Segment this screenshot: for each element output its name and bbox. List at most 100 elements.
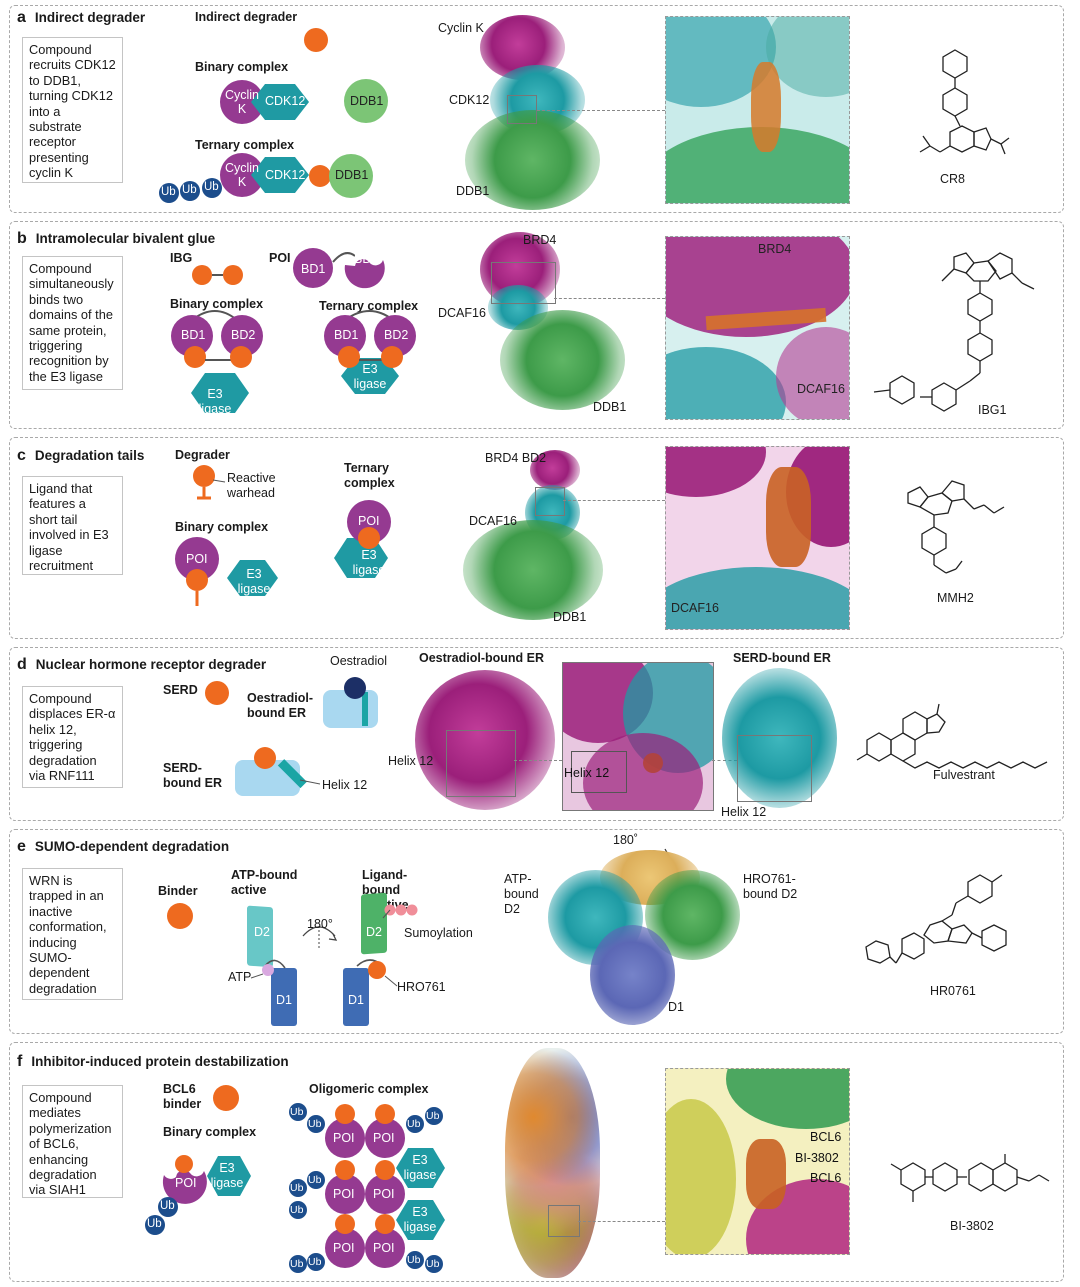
hr0761-label: HR0761 <box>930 984 976 998</box>
sumoylation-label: Sumoylation <box>404 926 473 940</box>
poi-text-binary-c: POI <box>186 552 208 566</box>
mmh2-structure-drawing <box>907 480 1005 574</box>
e3-ligase-text-ternary-c: E3 ligase <box>352 548 386 577</box>
ub-text-3: Ub <box>204 181 219 193</box>
ub-text-oligo-3: Ub <box>407 1118 421 1130</box>
fulvestrant-structure-drawing <box>856 703 1048 769</box>
bi-3802-label: BI-3802 <box>950 1219 994 1233</box>
d1-text-inactive: D1 <box>348 993 364 1007</box>
panel-a-schematic <box>159 79 388 203</box>
panel-d <box>9 647 1064 821</box>
bd1-text-ternary: BD1 <box>334 328 359 342</box>
cyclin-k-shape <box>220 80 264 124</box>
struct-brd4-bd2-label: BRD4 BD2 <box>485 451 547 465</box>
binary-complex-label-a: Binary complex <box>195 60 289 74</box>
struct-ddb1-label-c: DDB1 <box>553 610 587 624</box>
cyclin-k-text-ternary: Cyclin K <box>224 161 260 189</box>
bd2-text-ternary: BD2 <box>384 328 409 342</box>
panel-c-schematic <box>175 465 391 606</box>
panel-f-binary-schematic <box>145 1155 251 1235</box>
serd-bound-er-structure <box>722 668 837 808</box>
inset-box-d-right <box>737 735 812 802</box>
poi-text-oligo-6: POI <box>373 1241 395 1255</box>
ub-3 <box>202 178 222 198</box>
hr0761-structure-drawing <box>865 874 1007 964</box>
poi-label-b: POI <box>269 251 291 265</box>
inset-box-d-left <box>446 730 516 797</box>
struct-rotation-label: 180˚ <box>613 833 639 847</box>
panel-c-description: Ligand that features a short tail involv… <box>22 476 123 575</box>
ub-text-oligo-8: Ub <box>290 1258 304 1270</box>
bd2-text-poi: BD2 <box>354 252 379 266</box>
poi-text-binary-f: POI <box>175 1176 197 1190</box>
cyclin-k-shape-ternary <box>220 153 264 197</box>
ub-text-binary-f-1: Ub <box>160 1200 175 1212</box>
cr8-structure-drawing <box>919 49 1010 155</box>
poi-text-oligo-2: POI <box>373 1131 395 1145</box>
helix12-label-schematic: Helix 12 <box>322 778 368 792</box>
ub-2 <box>180 181 200 201</box>
ddb1-text: DDB1 <box>350 94 384 108</box>
binary-complex-label-b: Binary complex <box>170 297 264 311</box>
panel-e <box>9 829 1064 1034</box>
struct-cdk12-label: CDK12 <box>449 93 490 107</box>
ibg-label: IBG <box>170 251 193 265</box>
panel-f-description: Compound mediates polymerization of BCL6… <box>22 1085 123 1198</box>
inset-box-b <box>491 262 556 304</box>
cyclin-k-text: Cyclin K <box>224 88 260 116</box>
e3-ligase-text-binary: E3 ligase <box>198 387 232 416</box>
binder-label-e: Binder <box>158 884 198 898</box>
zoom-bcl6-bottom-label: BCL6 <box>810 1171 842 1185</box>
degrader-ternary <box>309 165 331 187</box>
panel-a <box>9 5 1064 213</box>
ub-text-oligo-1: Ub <box>290 1106 304 1118</box>
ub-text-oligo-6: Ub <box>308 1174 322 1186</box>
e3-ligase-text-binary-c: E3 ligase <box>237 567 271 596</box>
cdk12-text: CDK12 <box>265 94 306 108</box>
ibg1-label: IBG1 <box>978 403 1007 417</box>
e3-ligase-text-oligo-1: E3 ligase <box>403 1153 437 1182</box>
panel-e-description: WRN is trapped in an inactive conformati… <box>22 868 123 1000</box>
inset-box-f <box>548 1205 580 1237</box>
zoom-bi-3802-label: BI-3802 <box>795 1151 839 1165</box>
ub-text-1: Ub <box>161 186 176 198</box>
ddb1-structure-c <box>463 520 603 620</box>
panel-d-description: Compound displaces ER-α helix 12, trigge… <box>22 686 123 788</box>
bcl6-binder-label: BCL6 binder <box>163 1082 202 1111</box>
d1-structure <box>590 925 675 1025</box>
ddb1-text-ternary: DDB1 <box>335 168 369 182</box>
oestradiol-bound-er-label: Oestradiol-bound ER <box>247 691 313 720</box>
panel-b <box>9 221 1064 429</box>
serd-label: SERD <box>163 683 198 697</box>
poi-text-oligo-3: POI <box>333 1187 355 1201</box>
struct-ddb1-label-b: DDB1 <box>593 400 627 414</box>
ub-text-oligo-11: Ub <box>426 1258 440 1270</box>
d1-text-active: D1 <box>276 993 292 1007</box>
struct-helix12-left-label: Helix 12 <box>388 754 434 768</box>
ub-text-oligo-9: Ub <box>308 1256 322 1268</box>
inset-box-a <box>507 95 537 124</box>
poi-text-oligo-5: POI <box>333 1241 355 1255</box>
inset-box-c <box>535 487 565 516</box>
e3-ligase-text-oligo-2: E3 ligase <box>403 1205 437 1234</box>
ub-text-oligo-7: Ub <box>290 1204 304 1216</box>
binary-complex-label-c: Binary complex <box>175 520 269 534</box>
poi-text-oligo-4: POI <box>373 1187 395 1201</box>
rotation-label-e: 180° <box>307 917 333 931</box>
indirect-degrader-icon <box>304 28 328 52</box>
zoom-dcaf16-label-c: DCAF16 <box>671 601 719 615</box>
struct-dcaf16-label-b: DCAF16 <box>438 306 486 320</box>
ub-text-oligo-10: Ub <box>407 1254 421 1266</box>
poi-text-oligo-1: POI <box>333 1131 355 1145</box>
ternary-complex-label-a: Ternary complex <box>195 138 295 152</box>
ub-text-binary-f-2: Ub <box>147 1218 162 1230</box>
panel-b-description: Compound simultaneously binds two domain… <box>22 256 123 390</box>
struct-ddb1-label: DDB1 <box>456 184 490 198</box>
panel-e-schematic <box>247 892 418 1026</box>
bcl6-filament-structure <box>505 1048 600 1278</box>
ub-text-oligo-5: Ub <box>290 1182 304 1194</box>
binary-complex-label-f: Binary complex <box>163 1125 257 1139</box>
ub-1 <box>159 183 179 203</box>
zoom-brd4-label: BRD4 <box>758 242 792 256</box>
